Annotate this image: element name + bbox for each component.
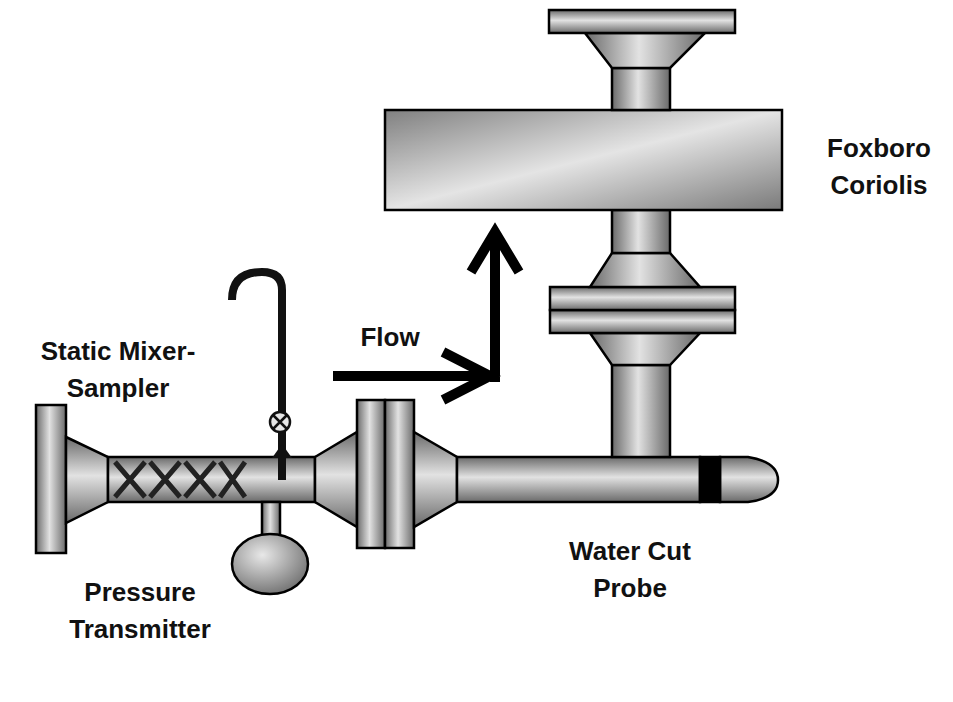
riser-pipe bbox=[612, 210, 670, 253]
coriolis-meter bbox=[385, 110, 782, 210]
water-cut-probe bbox=[720, 457, 778, 502]
sampler-tube bbox=[232, 272, 282, 480]
mixer-elements bbox=[115, 462, 245, 497]
riser-pipe bbox=[612, 68, 670, 110]
part-label: Foxboro Coriolis bbox=[809, 130, 949, 204]
inlet-reducer bbox=[66, 437, 108, 523]
flange bbox=[550, 310, 735, 333]
reducer bbox=[590, 253, 700, 287]
outlet-flange bbox=[549, 10, 735, 33]
sample-valve bbox=[270, 412, 290, 432]
part-label: Static Mixer-Sampler bbox=[9, 333, 227, 407]
reducer bbox=[315, 432, 357, 527]
transmitter-stem bbox=[262, 502, 280, 536]
flange bbox=[550, 287, 735, 310]
reducer bbox=[585, 33, 705, 68]
part-label: Pressure Transmitter bbox=[20, 574, 260, 648]
flange bbox=[385, 400, 414, 548]
main-pipe bbox=[457, 457, 700, 502]
pressure-transmitter bbox=[232, 534, 308, 594]
part-label: Water Cut Probe bbox=[530, 533, 730, 607]
valve-cross bbox=[273, 415, 287, 429]
inlet-flange bbox=[36, 405, 66, 553]
flange bbox=[357, 400, 385, 548]
part-label: Flow bbox=[335, 319, 445, 356]
probe-collar bbox=[700, 457, 720, 502]
riser-pipe bbox=[612, 365, 670, 457]
sample-arrow bbox=[272, 444, 292, 458]
flow-arrow bbox=[333, 232, 519, 400]
reducer bbox=[414, 432, 457, 527]
reducer bbox=[590, 333, 700, 365]
